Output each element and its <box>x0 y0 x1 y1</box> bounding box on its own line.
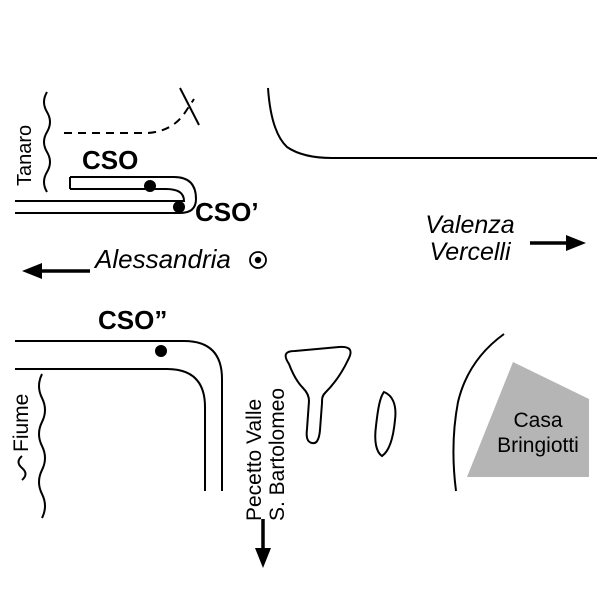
upper-road-outer-edge <box>15 176 198 214</box>
casa-bringiotti-area <box>467 362 589 477</box>
tanaro-river-line <box>43 91 51 193</box>
label-pecetto-line1: Pecetto Valle <box>243 398 266 521</box>
label-pecetto-line2: S. Bartolomeo <box>266 387 289 521</box>
fiume-squiggle-icon <box>17 455 27 481</box>
label-cso-second: CSO” <box>98 305 168 335</box>
cso-second-marker-dot <box>155 345 167 357</box>
label-valenza-vercelli: Valenza Vercelli <box>410 212 530 266</box>
label-tanaro-river: Tanaro <box>14 124 36 186</box>
dashed-track <box>64 98 195 134</box>
pond-shape-small <box>374 390 397 458</box>
cso-prime-marker-dot <box>173 201 185 213</box>
label-valenza: Valenza <box>425 211 515 239</box>
alessandria-town-symbol-icon <box>249 251 267 269</box>
label-casa-bringiotti: Casa Bringiotti <box>472 408 600 458</box>
label-fiume-river: Fiume <box>10 393 33 452</box>
pond-shape-large <box>284 345 352 445</box>
label-alessandria: Alessandria <box>95 244 231 274</box>
cso-marker-dot <box>144 180 156 192</box>
label-casa-line1: Casa <box>513 409 563 432</box>
right-road-curve <box>452 333 505 492</box>
lower-road-outer-edge <box>15 340 223 491</box>
label-cso: CSO <box>82 145 139 175</box>
valenza-vercelli-direction-arrow-icon <box>530 235 586 251</box>
top-right-road-curve <box>267 87 597 159</box>
pecetto-direction-arrow-icon <box>255 519 271 568</box>
label-pecetto-valle: Pecetto Valle S. Bartolomeo <box>243 388 289 521</box>
label-vercelli: Vercelli <box>429 238 511 266</box>
top-diagonal-road <box>179 87 200 126</box>
fiume-river-line <box>38 373 46 519</box>
upper-road-inner-edge <box>15 188 186 202</box>
alessandria-direction-arrow-icon <box>22 263 90 279</box>
lower-road-inner-edge <box>15 368 206 491</box>
label-casa-line2: Bringiotti <box>497 434 579 457</box>
label-cso-prime: CSO’ <box>195 197 259 227</box>
